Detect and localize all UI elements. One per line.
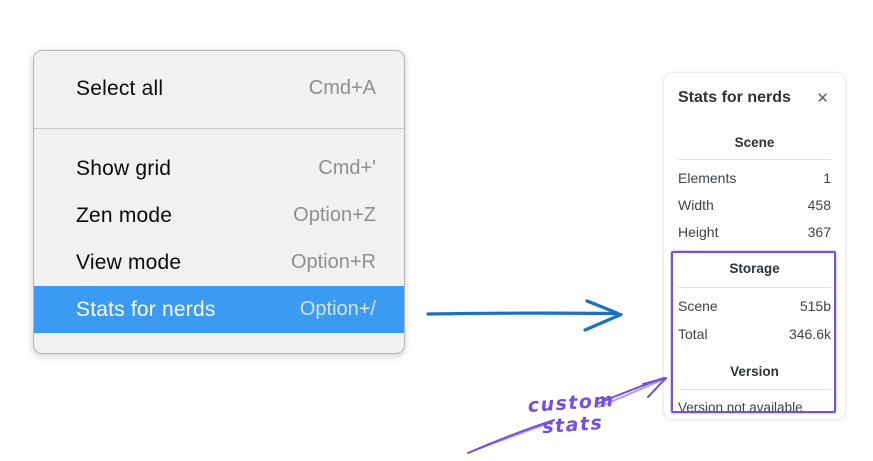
menu-item-shortcut: Cmd+A [308, 77, 376, 99]
menu-item-shortcut: Cmd+' [318, 157, 376, 179]
scene-rows: Elements 1 Width 458 Height 367 [678, 164, 831, 245]
stat-row-scene-storage: Scene 515b [678, 292, 831, 320]
annotation-text: custom stats [527, 389, 616, 439]
section-rule [678, 159, 831, 160]
stat-value: 1 [823, 169, 831, 186]
section-rule [678, 389, 831, 390]
stats-panel-title: Stats for nerds [678, 89, 791, 106]
section-heading-version: Version [730, 364, 779, 379]
section-rule [678, 287, 831, 288]
stat-label: Height [678, 223, 719, 240]
stat-value: 515b [799, 298, 831, 314]
stat-value: 346.6k [788, 326, 831, 342]
menu-item-stats-for-nerds[interactable]: Stats for nerds Option+/ [34, 286, 404, 333]
menu-divider [34, 128, 404, 129]
menu-item-show-grid[interactable]: Show grid Cmd+' [34, 145, 404, 192]
stat-label: Elements [678, 169, 737, 186]
stat-row-width: Width 458 [678, 191, 831, 218]
stat-label: Scene [678, 298, 718, 314]
menu-item-label: Zen mode [76, 203, 173, 227]
menu-item-label: Show grid [76, 156, 172, 180]
menu-item-label: Select all [76, 76, 164, 100]
section-heading-storage: Storage [729, 261, 780, 276]
menu-item-zen-mode[interactable]: Zen mode Option+Z [34, 192, 404, 239]
flow-arrow [426, 299, 623, 332]
stat-value: 367 [807, 223, 831, 240]
stat-row-height: Height 367 [678, 218, 831, 245]
close-icon[interactable]: ✕ [816, 89, 829, 107]
section-heading-scene: Scene [734, 135, 775, 150]
stat-label: Total [678, 326, 708, 342]
context-menu: Select all Cmd+A Show grid Cmd+' Zen mod… [33, 50, 405, 354]
menu-item-label: Stats for nerds [76, 297, 216, 321]
stat-row-total-storage: Total 346.6k [678, 320, 831, 348]
menu-item-shortcut: Option+R [290, 251, 376, 273]
menu-item-shortcut: Option+/ [299, 298, 376, 320]
version-note: Version not available [678, 399, 803, 415]
menu-item-view-mode[interactable]: View mode Option+R [34, 239, 404, 286]
storage-rows: Scene 515b Total 346.6k [678, 292, 831, 348]
stats-panel-header: Stats for nerds ✕ [678, 87, 831, 109]
stat-value: 458 [807, 196, 831, 213]
menu-section-bottom: Show grid Cmd+' Zen mode Option+Z View m… [34, 129, 404, 353]
stat-row-elements: Elements 1 [678, 164, 831, 191]
menu-item-shortcut: Option+Z [293, 204, 376, 226]
menu-section-top: Select all Cmd+A [34, 51, 404, 128]
stats-panel: Stats for nerds ✕ Scene Elements 1 Width… [663, 72, 846, 420]
menu-item-select-all[interactable]: Select all Cmd+A [34, 65, 404, 112]
stat-label: Width [678, 196, 714, 213]
menu-item-label: View mode [76, 250, 182, 274]
